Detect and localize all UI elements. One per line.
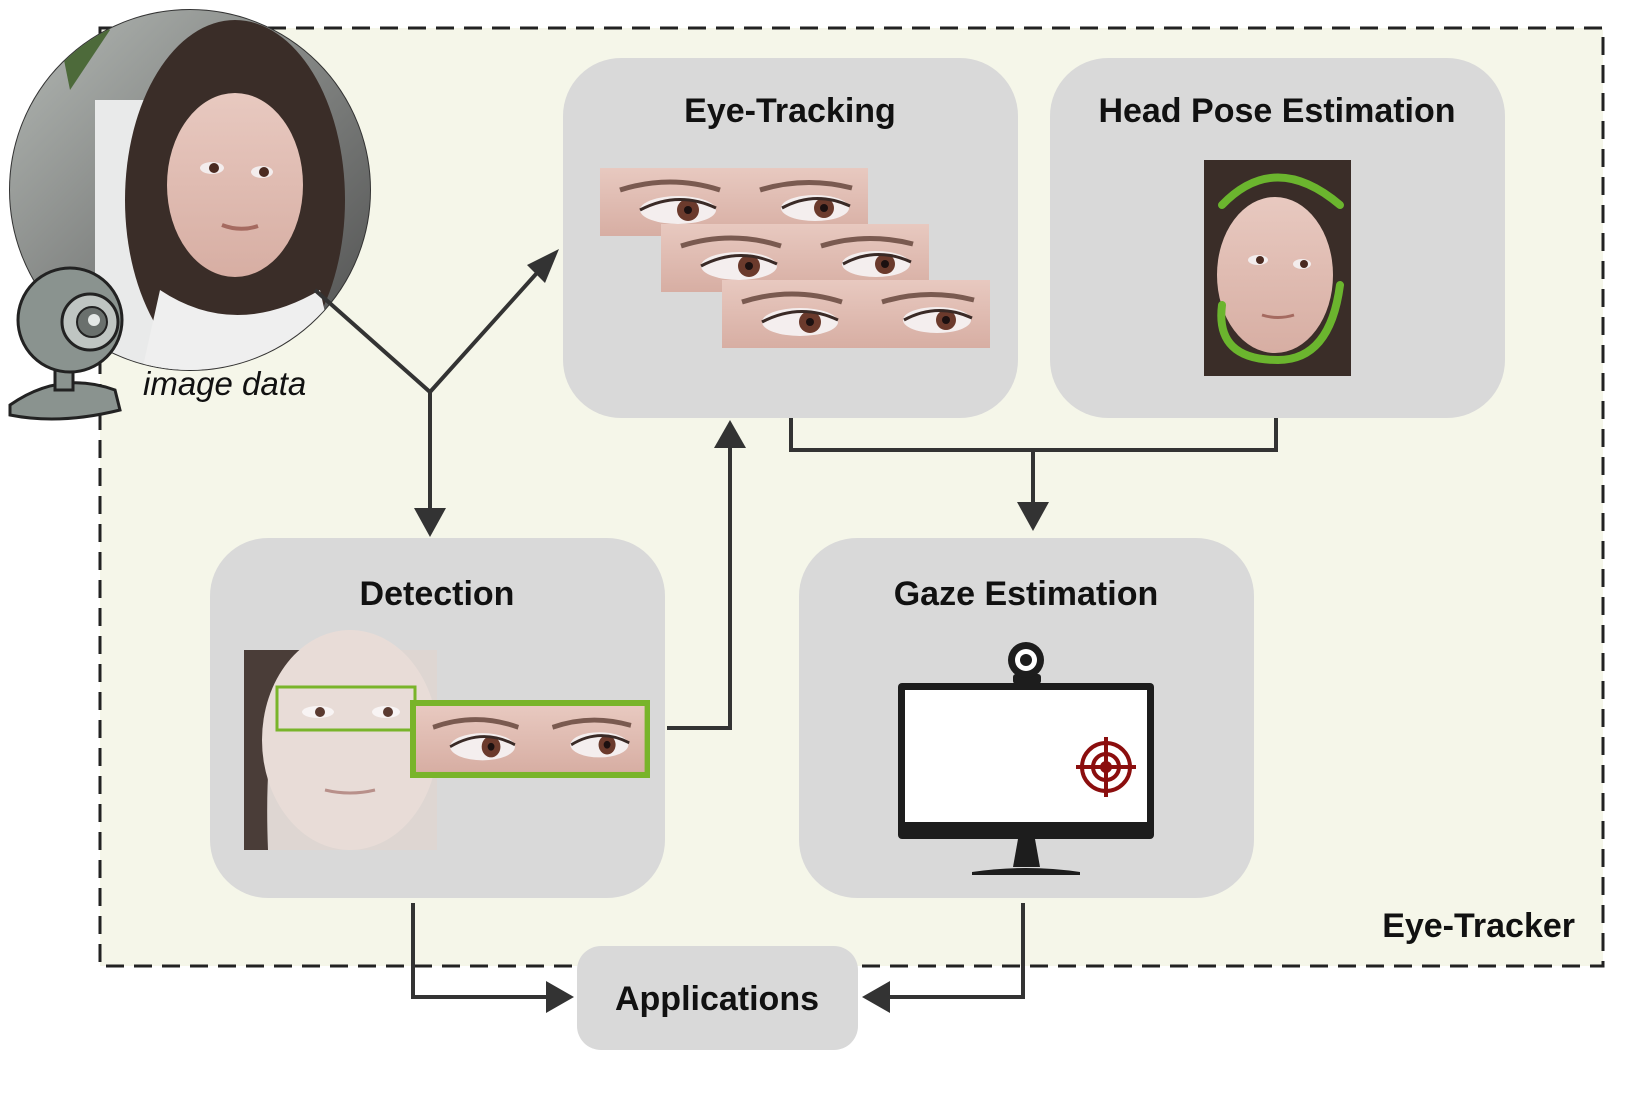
detection-title: Detection: [360, 575, 515, 613]
arrow-merge-to-gaze: [789, 418, 1278, 531]
gaze-estimation-title: Gaze Estimation: [894, 575, 1159, 613]
image-data-caption: image data: [143, 365, 306, 402]
applications-box: [577, 946, 858, 1050]
head-pose-photo: [1204, 160, 1351, 376]
detection-face-photo: [244, 630, 438, 850]
webcam-icon: [8, 266, 124, 421]
detected-eye-crop: [410, 700, 650, 778]
monitor-icon: [898, 683, 1154, 875]
head-pose-upper-arc: [1218, 173, 1344, 209]
crosshair-target-icon: [1076, 737, 1136, 797]
eye-tracker-frame-label: Eye-Tracker: [1382, 907, 1575, 945]
arrow-detection-to-eye-tracking: [667, 420, 746, 730]
applications-title: Applications: [615, 980, 819, 1018]
head-pose-lower-arc: [1217, 281, 1344, 365]
eye-strip-frame-3: [722, 280, 990, 348]
arrow-detection-to-applications: [411, 903, 574, 1013]
arrow-to-detection: [414, 392, 446, 537]
webcam-small-icon: [1008, 642, 1044, 684]
eye-tracking-title: Eye-Tracking: [684, 92, 896, 130]
head-pose-title: Head Pose Estimation: [1098, 92, 1455, 130]
arrow-gaze-to-applications: [862, 903, 1025, 1013]
